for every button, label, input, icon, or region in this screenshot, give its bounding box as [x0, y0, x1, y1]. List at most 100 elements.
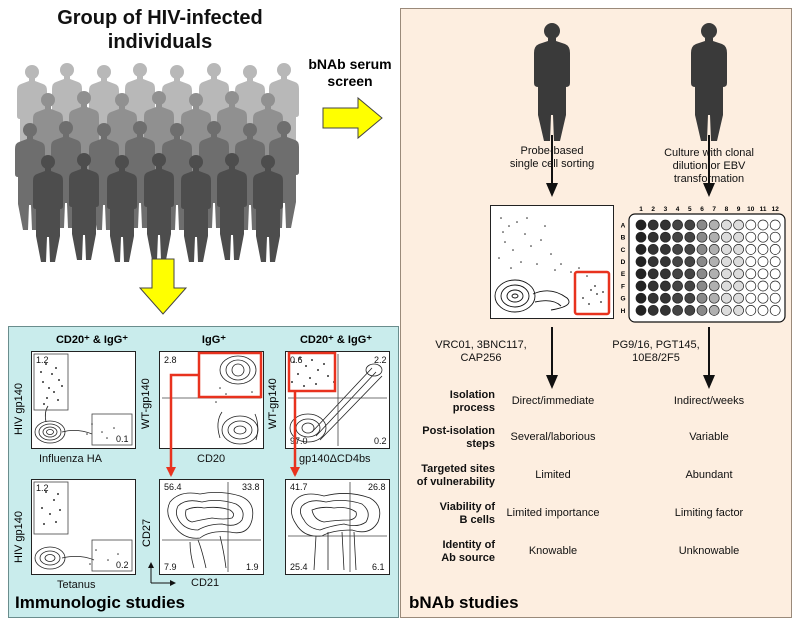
row-right-value: Limiting factor — [674, 507, 744, 519]
method-right-line3: transformation — [673, 173, 745, 185]
plate-col-label: 11 — [760, 206, 767, 213]
antibodies-right-line1: PG9/16, PGT145, — [612, 339, 700, 351]
flow-plot-wt-gp140-vs-cd4bs: 0.6 2.2 97.0 0.2 — [285, 351, 390, 449]
plate-well — [635, 256, 647, 267]
plate-well — [660, 219, 671, 231]
plate-well — [733, 256, 744, 267]
flow-plot1-graphic — [33, 353, 133, 446]
row-label: Identity of Ab source — [401, 539, 495, 565]
plot1-xlabel: Influenza HA — [39, 453, 102, 465]
comparison-row-targeted-sites: Targeted sites of vulnerability Limited … — [401, 463, 793, 497]
comparison-row-post-isolation: Post-isolation steps Several/laborious V… — [401, 425, 793, 459]
row-right-value: Abundant — [685, 469, 733, 481]
plate-well — [684, 305, 696, 316]
plate-well — [672, 256, 683, 267]
plot1-q-br: 0.1 — [116, 434, 129, 444]
plate-well — [672, 305, 683, 316]
plate-well — [745, 305, 757, 316]
plate-well — [757, 268, 769, 280]
plate-well — [769, 292, 781, 304]
plate-well — [684, 280, 696, 292]
plate-well — [672, 280, 683, 292]
plot6-q-tl: 41.7 — [290, 482, 308, 492]
plate-well — [745, 292, 757, 304]
plate-col-label: 7 — [712, 206, 716, 213]
row-label-line1: Viability of — [439, 501, 495, 513]
plot6-q-bl: 25.4 — [290, 562, 308, 572]
antibodies-left-line2: CAP256 — [460, 352, 502, 364]
plate-well — [696, 231, 708, 243]
plot3-title: CD20⁺ & IgG⁺ — [299, 334, 373, 346]
plate-col-label: 1 — [639, 206, 643, 213]
plot6-q-br: 6.1 — [372, 562, 385, 572]
plate-well — [733, 292, 744, 304]
screen-line2: screen — [327, 73, 373, 89]
plate-well — [647, 256, 659, 267]
plate-well — [721, 219, 732, 231]
plate-well — [708, 305, 720, 316]
plate-well — [696, 268, 708, 280]
flow-plot-wt-gp140-vs-cd20: 2.8 — [159, 351, 264, 449]
row-label-line1: Targeted sites — [421, 463, 495, 475]
plate-well — [708, 231, 720, 243]
row-right-value: Variable — [689, 431, 729, 443]
plot3-q-tl: 0.6 — [290, 355, 303, 365]
plate-col-label: 6 — [700, 206, 704, 213]
plate-row-label: H — [621, 308, 626, 315]
plate-well — [745, 231, 757, 243]
flow-plot-cd27-vs-cd21-a: 56.4 33.8 7.9 1.9 — [159, 479, 264, 575]
plate-well — [672, 244, 683, 255]
plot2-title: IgG⁺ — [201, 334, 227, 346]
plate-well — [708, 292, 720, 304]
flow-plot-hiv-vs-influenza: 1.2 0.1 — [31, 351, 136, 449]
plate-well — [721, 280, 732, 292]
plate-well — [757, 280, 769, 292]
plate-col-label: 2 — [651, 206, 655, 213]
plate-well — [733, 231, 744, 243]
plate-well — [696, 280, 708, 292]
plate-well — [672, 292, 683, 304]
plot3-q-br: 0.2 — [374, 436, 387, 446]
plate-well — [660, 268, 671, 280]
row-label-line1: Isolation — [449, 389, 495, 401]
plate-well — [672, 219, 683, 231]
plate-well — [635, 268, 647, 280]
row-left-value: Several/laborious — [510, 431, 596, 443]
plate-well — [660, 256, 671, 267]
plate-well — [647, 244, 659, 255]
plate-well — [757, 305, 769, 316]
plate-well — [733, 280, 744, 292]
person-figure-right-icon — [691, 23, 727, 141]
plate-well — [708, 268, 720, 280]
plate-well — [684, 256, 696, 267]
plate-well — [708, 219, 720, 231]
plate-well — [745, 280, 757, 292]
flow-plot5-graphic — [162, 482, 261, 572]
row-label: Viability of B cells — [401, 501, 495, 527]
plate-col-label: 12 — [772, 206, 780, 213]
method-right-label: Culture with clonal dilution or EBV tran… — [631, 147, 787, 186]
plate-well — [733, 219, 744, 231]
crowd-title-line1: Group of HIV-infected — [57, 7, 263, 29]
plate-well — [769, 305, 781, 316]
plate-row-label: G — [620, 296, 625, 303]
plot2-red-gate — [197, 351, 263, 399]
antibodies-left: VRC01, 3BNC117, CAP256 — [421, 339, 541, 365]
plate-well — [684, 244, 696, 255]
plate-well — [745, 268, 757, 280]
plate-well — [635, 280, 647, 292]
comparison-row-isolation: Isolation process Direct/immediate Indir… — [401, 389, 793, 423]
plate-well — [733, 244, 744, 255]
plate-well — [635, 219, 647, 231]
plate-well — [647, 292, 659, 304]
row-left-value: Limited — [535, 469, 571, 481]
plot5-q-bl: 7.9 — [164, 562, 177, 572]
plot1-title: CD20⁺ & IgG⁺ — [55, 334, 129, 346]
plate-well — [721, 292, 732, 304]
plate-well — [647, 305, 659, 316]
bnab-studies-panel: Probe-based single cell sorting Culture … — [400, 8, 792, 618]
plot4-q-tl: 1.2 — [36, 483, 49, 493]
crowd-of-individuals — [15, 63, 299, 262]
